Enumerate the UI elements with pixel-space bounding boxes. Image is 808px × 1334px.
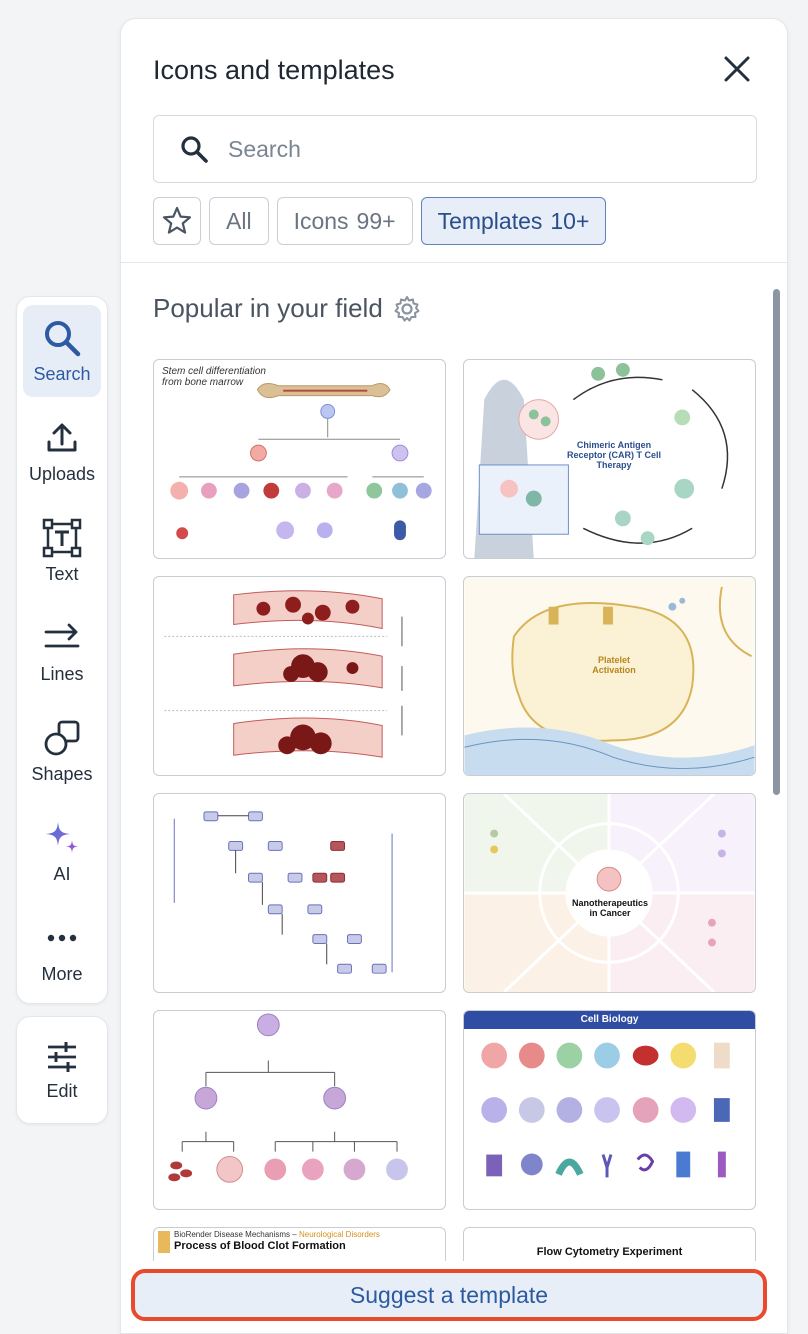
template-title: Flow Cytometry Experiment — [536, 1246, 683, 1258]
toolbar-search-label: Search — [33, 363, 91, 384]
toolbar-edit[interactable]: Edit — [16, 1016, 108, 1124]
toolbar-search[interactable]: Search — [23, 305, 101, 397]
search-icon — [45, 320, 81, 356]
toolbar-ai-label: AI — [53, 863, 71, 884]
panel-footer: Suggest a template — [121, 1261, 787, 1333]
filter-templates[interactable]: Templates 10+ — [420, 197, 607, 245]
toolbar-shapes-label: Shapes — [31, 763, 93, 784]
template-thumbnail — [464, 577, 755, 775]
suggest-template-button[interactable]: Suggest a template — [131, 1269, 767, 1321]
close-icon[interactable] — [721, 53, 753, 85]
template-card-blood-clot[interactable]: BioRender Disease Mechanisms – Neurologi… — [153, 1227, 446, 1267]
template-brand-mark — [158, 1231, 170, 1253]
template-subtitle-accent: Neurological Disorders — [298, 1230, 380, 1239]
panel-header: Icons and templates All Icons 99+ Templa… — [121, 19, 787, 263]
filter-icons[interactable]: Icons 99+ — [276, 197, 413, 245]
text-icon — [42, 518, 82, 557]
toolbar-more[interactable]: More — [23, 905, 101, 997]
template-title: Process of Blood Clot Formation — [174, 1240, 346, 1252]
toolbar-shapes[interactable]: Shapes — [23, 705, 101, 797]
upload-icon — [47, 423, 77, 451]
panel-title: Icons and templates — [153, 55, 395, 85]
template-thumbnail — [474, 362, 729, 558]
template-thumbnail — [164, 590, 403, 758]
scrollbar[interactable] — [773, 289, 780, 795]
toolbar-edit-label: Edit — [46, 1080, 78, 1101]
template-card-platelet[interactable]: Platelet Activation — [463, 576, 756, 776]
filter-icons-count: 99+ — [356, 207, 396, 234]
template-caption: Chimeric Antigen Receptor (CAR) T Cell T… — [566, 440, 661, 470]
sparkle-icon — [46, 821, 78, 853]
icons-templates-panel: Icons and templates All Icons 99+ Templa… — [120, 18, 788, 1334]
search-icon — [181, 136, 208, 163]
template-thumbnail — [173, 811, 393, 974]
template-subtitle-text: BioRender Disease Mechanisms – — [174, 1230, 297, 1239]
gear-icon[interactable] — [393, 295, 421, 323]
filter-templates-count: 10+ — [550, 207, 590, 234]
more-icon — [47, 934, 77, 941]
toolbar-uploads[interactable]: Uploads — [23, 405, 101, 497]
filter-chips: All Icons 99+ Templates 10+ — [153, 197, 607, 245]
template-thumbnail — [481, 1042, 730, 1178]
panel-content: Popular in your field — [121, 263, 787, 1333]
template-card-coagulation[interactable] — [153, 793, 446, 993]
search-box — [153, 115, 757, 183]
filter-icons-label: Icons — [293, 207, 349, 234]
filter-all-label: All — [226, 207, 252, 234]
toolbar-text-label: Text — [45, 563, 79, 584]
template-card-myeloid[interactable] — [153, 1010, 446, 1210]
template-caption: Cell Biology — [464, 1011, 755, 1029]
template-card-blood-vessel[interactable] — [153, 576, 446, 776]
template-grid: Stem cell differentiation from bone marr… — [153, 359, 756, 1267]
template-card-car-t[interactable]: Chimeric Antigen Receptor (CAR) T Cell T… — [463, 359, 756, 559]
section-title-text: Popular in your field — [153, 293, 383, 323]
favorites-filter[interactable] — [153, 197, 201, 245]
template-subtitle: BioRender Disease Mechanisms – Neurologi… — [174, 1230, 380, 1239]
lines-icon — [44, 623, 80, 647]
template-card-cell-biology[interactable]: Cell Biology — [463, 1010, 756, 1210]
star-icon — [162, 206, 192, 234]
filter-all[interactable]: All — [209, 197, 269, 245]
sliders-icon — [48, 1041, 76, 1072]
toolbar-text[interactable]: Text — [23, 505, 101, 597]
toolbar-ai[interactable]: AI — [23, 805, 101, 897]
left-toolbar: Search Uploads Text Lines Shapes AI More — [16, 296, 108, 1004]
template-thumbnail — [464, 794, 755, 992]
template-thumbnail — [170, 383, 432, 541]
template-card-stem-cell[interactable]: Stem cell differentiation from bone marr… — [153, 359, 446, 559]
template-card-nanotherapeutics[interactable]: Nanotherapeutics in Cancer — [463, 793, 756, 993]
toolbar-lines[interactable]: Lines — [23, 605, 101, 697]
shapes-icon — [44, 720, 80, 755]
filter-templates-label: Templates — [437, 207, 543, 234]
search-input[interactable] — [228, 135, 708, 163]
toolbar-lines-label: Lines — [40, 663, 84, 684]
template-caption: Platelet Activation — [592, 655, 636, 675]
toolbar-uploads-label: Uploads — [28, 463, 96, 484]
template-thumbnail — [168, 1013, 408, 1183]
template-caption: Stem cell differentiation from bone marr… — [162, 366, 266, 388]
template-card-flow-cytometry[interactable]: Flow Cytometry Experiment — [463, 1227, 756, 1267]
section-title: Popular in your field — [153, 293, 421, 324]
toolbar-more-label: More — [41, 963, 83, 984]
template-caption: Nanotherapeutics in Cancer — [571, 898, 649, 918]
